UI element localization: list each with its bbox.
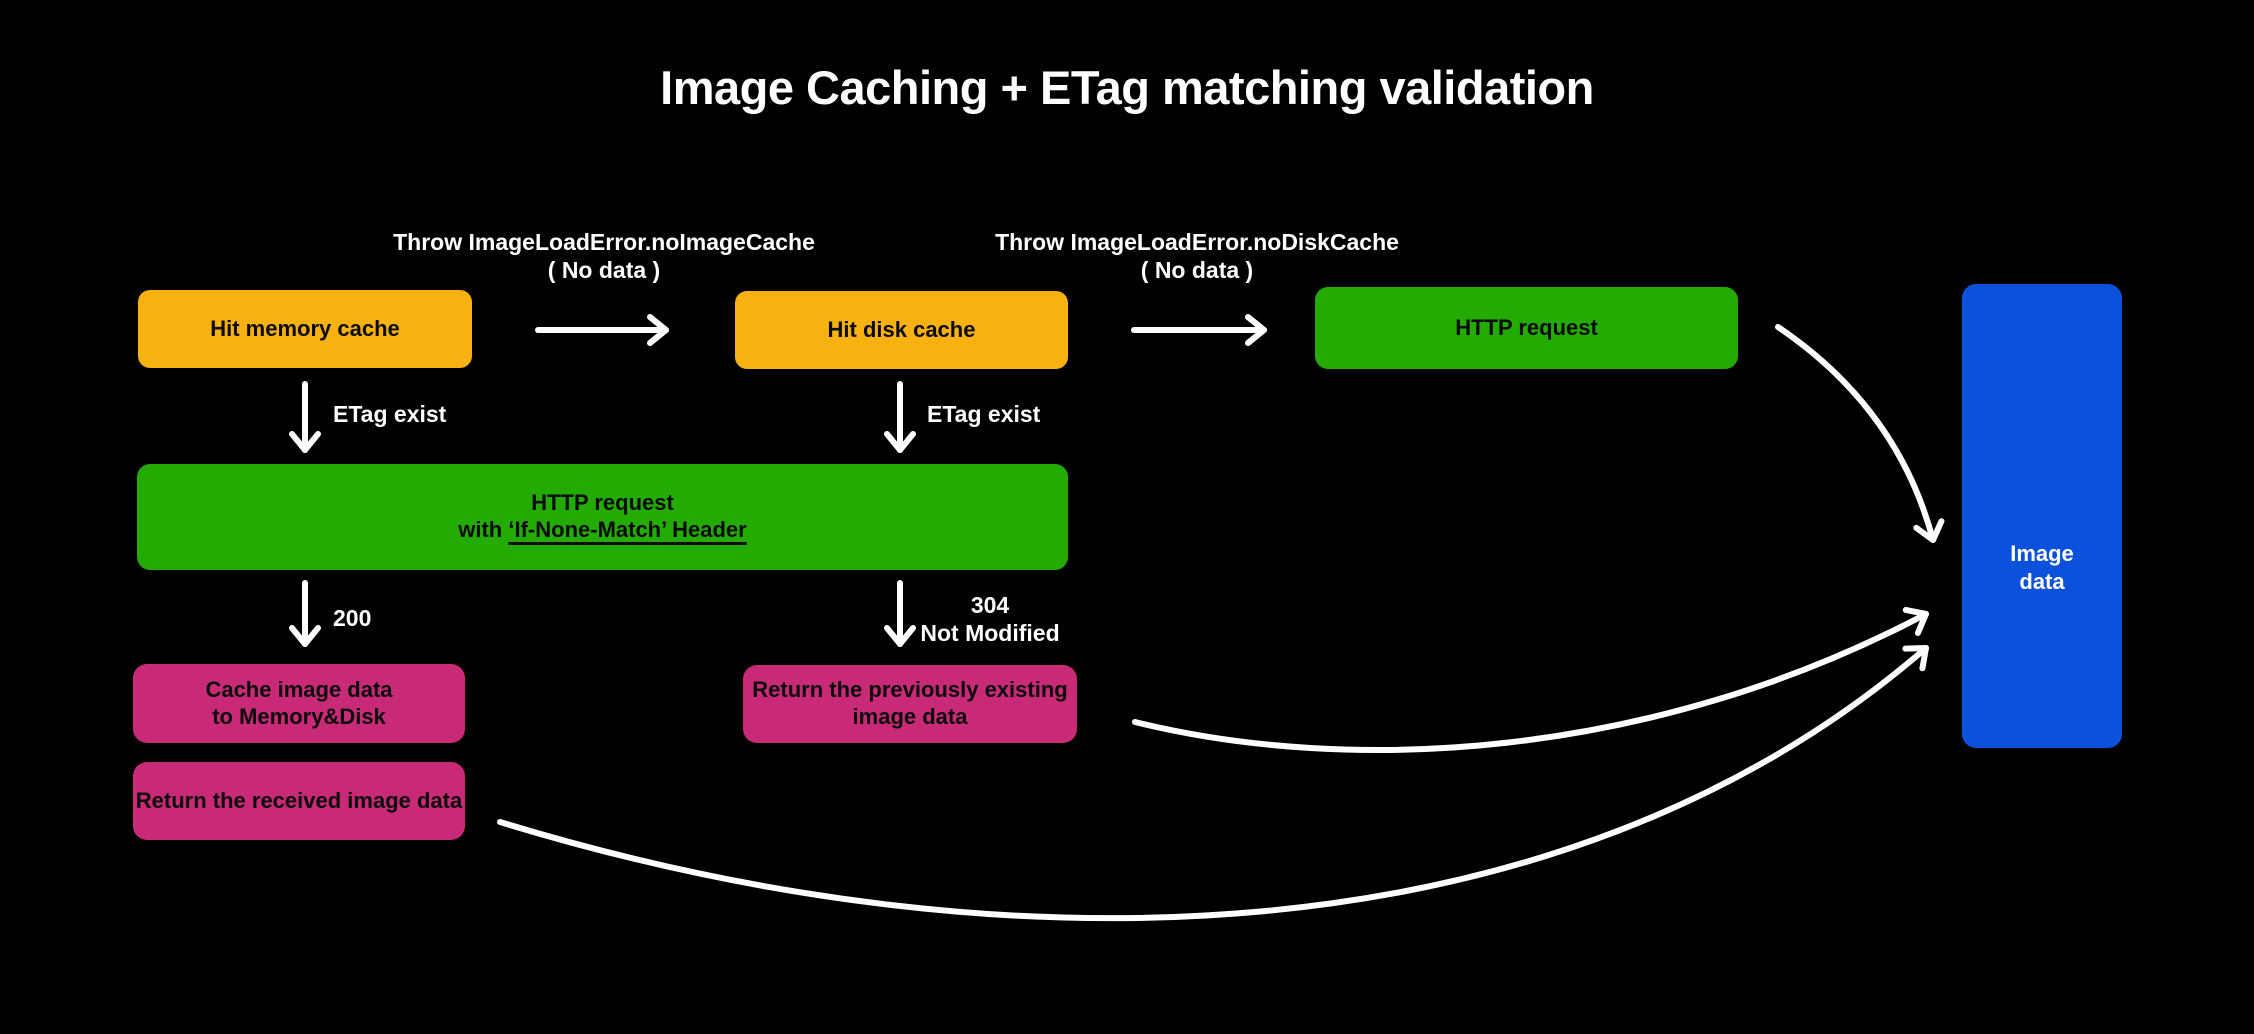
node-hit-disk-cache-label: Hit disk cache bbox=[827, 316, 976, 342]
node-hit-memory-cache-label: Hit memory cache bbox=[210, 315, 400, 341]
node-hit-memory-cache: Hit memory cache bbox=[138, 290, 472, 368]
node-prev-line1: Return the previously existing bbox=[752, 677, 1068, 703]
edge-received-to-imagedata bbox=[497, 645, 1929, 922]
node-cache-line2: to Memory&Disk bbox=[212, 703, 386, 729]
edge-label-304-line1: 304 bbox=[970, 592, 1010, 618]
node-image-data-label: Image data bbox=[1962, 540, 2122, 595]
node-http-request: HTTP request bbox=[1315, 287, 1738, 369]
diagram-title: Image Caching + ETag matching validation bbox=[660, 61, 1594, 114]
edge-previous-to-imagedata bbox=[1132, 606, 1929, 753]
node-return-received-label: Return the received image data bbox=[135, 787, 463, 813]
edge-label-throw-no-image-cache: Throw ImageLoadError.noImageCache ( No d… bbox=[393, 228, 815, 284]
node-cache-image-data: Cache image data to Memory&Disk bbox=[133, 664, 465, 743]
node-inm-line1: HTTP request bbox=[531, 490, 674, 516]
node-cache-line1: Cache image data bbox=[205, 676, 393, 702]
edge-label-no-disk-cache-line1: Throw ImageLoadError.noDiskCache bbox=[995, 229, 1399, 255]
node-http-request-label: HTTP request bbox=[1455, 314, 1598, 340]
node-prev-line2: image data bbox=[852, 704, 968, 729]
node-inm-line2-underlined: ‘If-None-Match’ Header bbox=[508, 517, 747, 542]
node-return-previously-existing: Return the previously existing image dat… bbox=[743, 665, 1077, 743]
node-image-data-line1: Image bbox=[2010, 541, 2074, 566]
edge-label-throw-no-disk-cache: Throw ImageLoadError.noDiskCache ( No da… bbox=[995, 228, 1399, 284]
node-inm-line2: with ‘If-None-Match’ Header bbox=[458, 517, 746, 544]
edge-label-status-200: 200 bbox=[333, 605, 372, 631]
edge-label-etag-exist-memory: ETag exist bbox=[333, 401, 447, 427]
edge-http-to-imagedata bbox=[1775, 324, 1945, 543]
node-image-data-line2: data bbox=[2019, 568, 2065, 594]
edge-label-no-disk-cache-line2: ( No data ) bbox=[1140, 257, 1254, 284]
edge-label-status-304: 304 Not Modified bbox=[920, 591, 1059, 647]
edge-label-no-image-cache-line2: ( No data ) bbox=[547, 257, 661, 284]
node-hit-disk-cache: Hit disk cache bbox=[735, 291, 1068, 369]
node-return-received: Return the received image data bbox=[133, 762, 465, 840]
node-http-request-if-none-match: HTTP request with ‘If-None-Match’ Header bbox=[137, 464, 1068, 570]
node-inm-line2-prefix: with bbox=[458, 517, 509, 542]
edge-label-no-image-cache-line1: Throw ImageLoadError.noImageCache bbox=[393, 229, 815, 255]
edge-label-304-line2: Not Modified bbox=[920, 620, 1060, 647]
node-image-data: Image data bbox=[1962, 284, 2122, 748]
edge-label-etag-exist-disk: ETag exist bbox=[927, 401, 1041, 427]
